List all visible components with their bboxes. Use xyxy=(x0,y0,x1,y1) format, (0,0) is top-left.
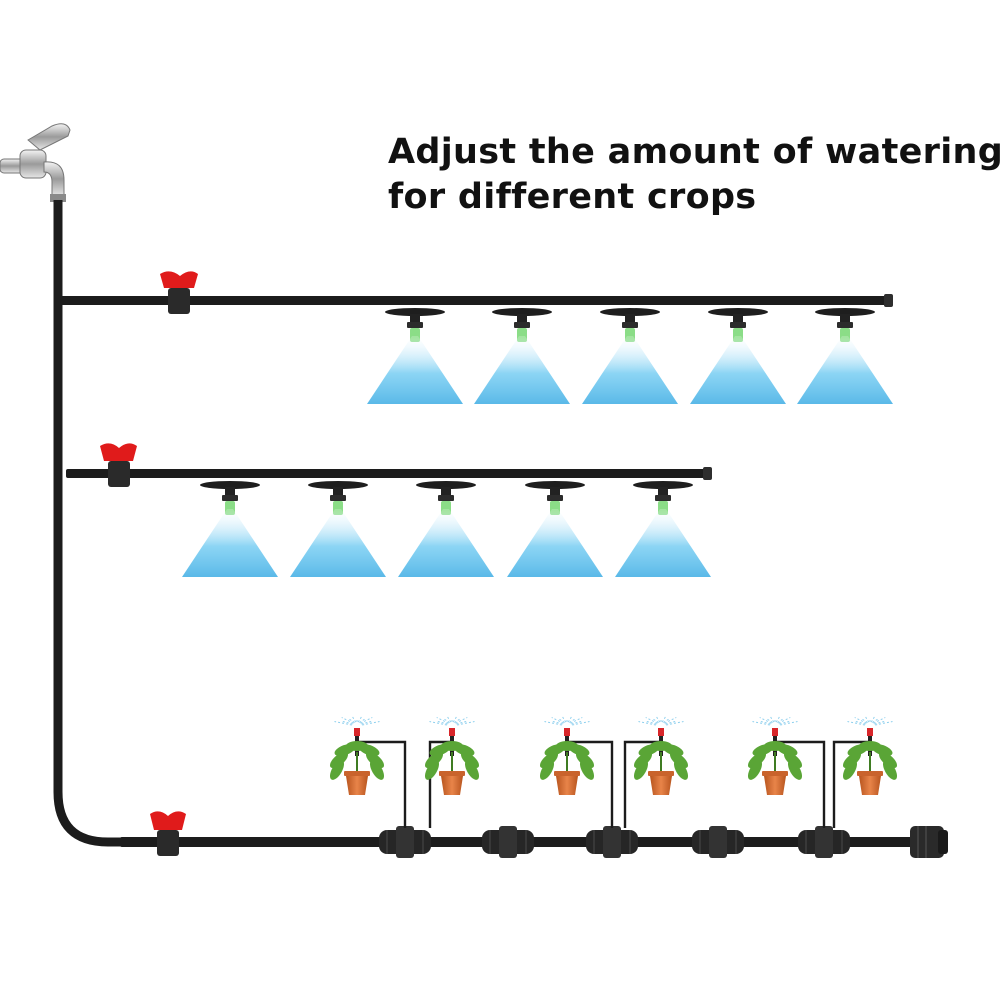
mist-nozzle-icon xyxy=(582,308,678,404)
faucet-icon xyxy=(0,123,71,202)
mist-nozzle-icon xyxy=(367,308,463,404)
main-supply-pipe xyxy=(53,200,168,847)
mist-spray xyxy=(582,336,678,404)
potted-plant-icon xyxy=(623,715,689,828)
mist-spray xyxy=(690,336,786,404)
mist-spray xyxy=(474,336,570,404)
middle-branch-valve[interactable] xyxy=(100,443,137,487)
mist-spray xyxy=(797,336,893,404)
tee-connectors xyxy=(379,826,850,858)
mist-spray xyxy=(398,509,494,577)
mist-spray xyxy=(182,509,278,577)
drip-branch-valve[interactable] xyxy=(150,811,186,856)
mist-nozzle-icon xyxy=(398,481,494,577)
mist-nozzle-icon xyxy=(474,308,570,404)
upper-branch-valve[interactable] xyxy=(160,271,198,314)
middle-branch-pipe xyxy=(66,469,711,478)
mist-spray xyxy=(367,336,463,404)
tee-connector xyxy=(379,826,431,858)
mist-nozzle-icon xyxy=(507,481,603,577)
upper-branch xyxy=(60,271,893,314)
mist-sprayers xyxy=(182,308,893,577)
tee-connector xyxy=(798,826,850,858)
mist-spray xyxy=(507,509,603,577)
tee-connector xyxy=(482,826,534,858)
potted-plant-icon xyxy=(747,715,826,828)
headline-line-1: Adjust the amount of watering xyxy=(388,132,1001,172)
headline-line-2: for different crops xyxy=(388,177,757,217)
mist-nozzle-icon xyxy=(690,308,786,404)
potted-plant-icon xyxy=(539,715,614,828)
potted-plants xyxy=(329,715,898,828)
potted-plant-icon xyxy=(424,715,480,828)
mist-spray xyxy=(615,509,711,577)
end-cap-icon xyxy=(910,826,948,858)
potted-plant-icon xyxy=(329,715,407,828)
mist-nozzle-icon xyxy=(182,481,278,577)
mist-spray xyxy=(290,509,386,577)
potted-plant-icon xyxy=(832,715,898,828)
mist-nozzle-icon xyxy=(797,308,893,404)
mist-nozzle-icon xyxy=(615,481,711,577)
upper-branch-pipe xyxy=(60,296,892,305)
headline: Adjust the amount of watering for differ… xyxy=(388,130,1001,220)
tee-connector xyxy=(586,826,638,858)
mist-nozzle-icon xyxy=(290,481,386,577)
tee-connector xyxy=(692,826,744,858)
middle-branch xyxy=(66,443,712,487)
